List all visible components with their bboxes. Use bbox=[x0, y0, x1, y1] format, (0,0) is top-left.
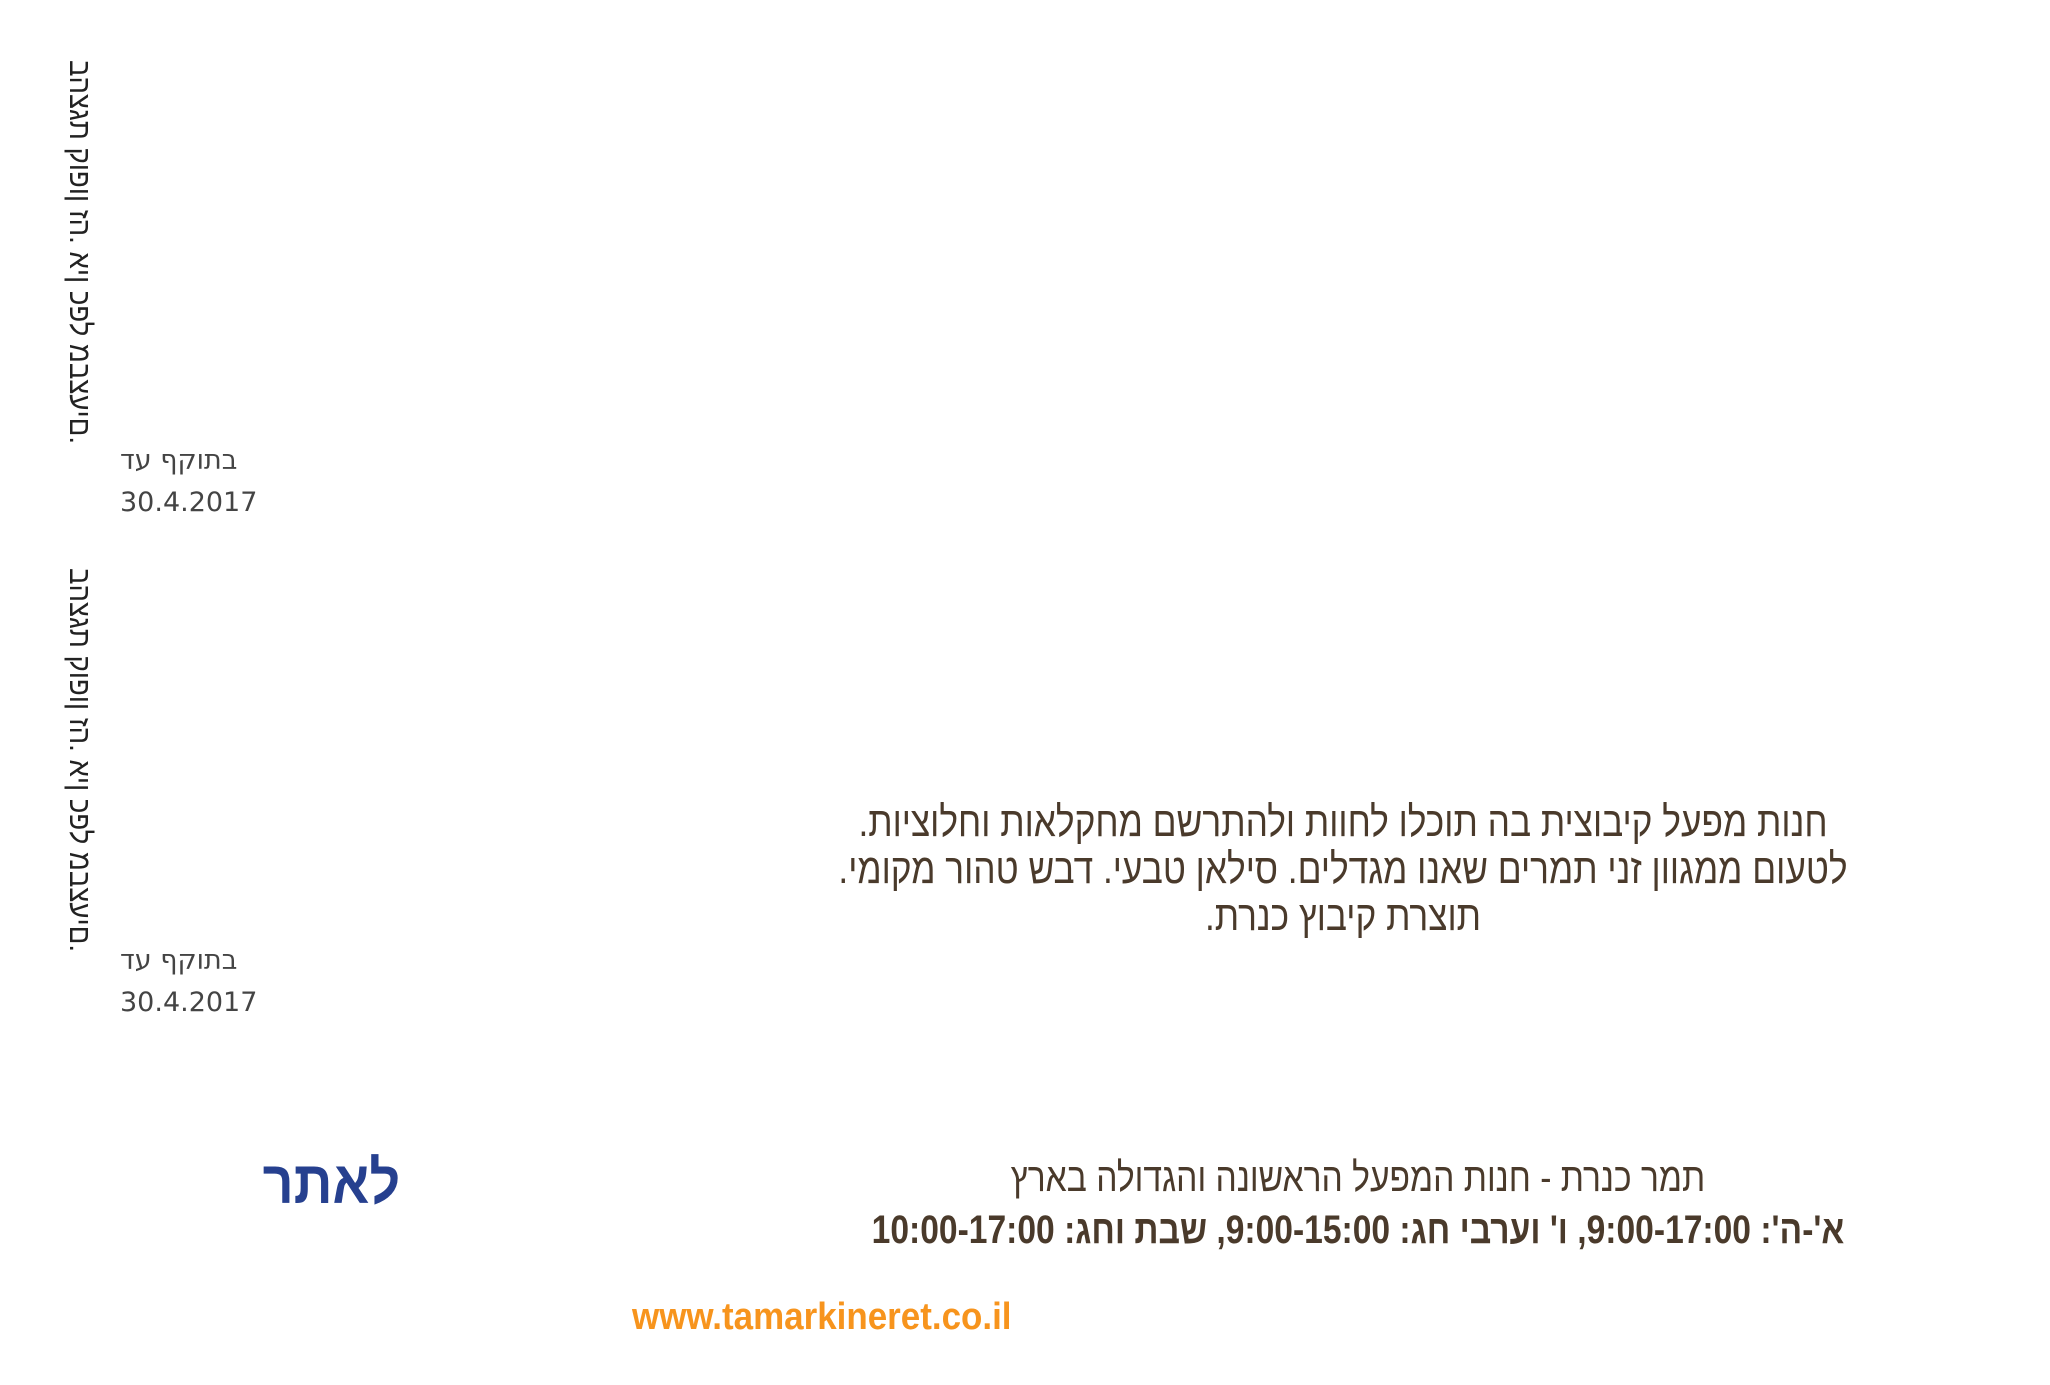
validity-block-2: בתוקף עד 30.4.2017 bbox=[120, 940, 270, 1024]
description-line: חנות מפעל קיבוצית בה תוכלו לחוות ולהתרשם… bbox=[858, 798, 1828, 845]
validity-label: בתוקף עד bbox=[120, 945, 238, 976]
store-hours: א'-ה': 9:00-17:00, ו' וערבי חג: 9:00-15:… bbox=[871, 1208, 1845, 1252]
description-line: תוצרת קיבוץ כנרת. bbox=[1204, 892, 1482, 939]
website-url-link[interactable]: www.tamarkineret.co.il bbox=[632, 1296, 1012, 1338]
validity-block-1: בתוקף עד 30.4.2017 bbox=[120, 440, 270, 524]
coupon-notice-1: בהצגת קופון זה. אין כפל מבצעים. bbox=[63, 60, 96, 445]
store-title: תמר כנרת - חנות המפעל הראשונה והגדולה בא… bbox=[1010, 1156, 1706, 1200]
description-line: לטעום ממגוון זני תמרים שאנו מגדלים. סילא… bbox=[838, 845, 1848, 892]
store-description: חנות מפעל קיבוצית בה תוכלו לחוות ולהתרשם… bbox=[755, 798, 1931, 939]
store-info: תמר כנרת - חנות המפעל הראשונה והגדולה בא… bbox=[757, 1152, 1958, 1256]
validity-date: 30.4.2017 bbox=[120, 987, 258, 1018]
go-to-site-link[interactable]: לאתר bbox=[262, 1149, 401, 1216]
validity-date: 30.4.2017 bbox=[120, 487, 258, 518]
validity-label: בתוקף עד bbox=[120, 445, 238, 476]
coupon-notice-2: בהצגת קופון זה. אין כפל מבצעים. bbox=[63, 568, 96, 953]
